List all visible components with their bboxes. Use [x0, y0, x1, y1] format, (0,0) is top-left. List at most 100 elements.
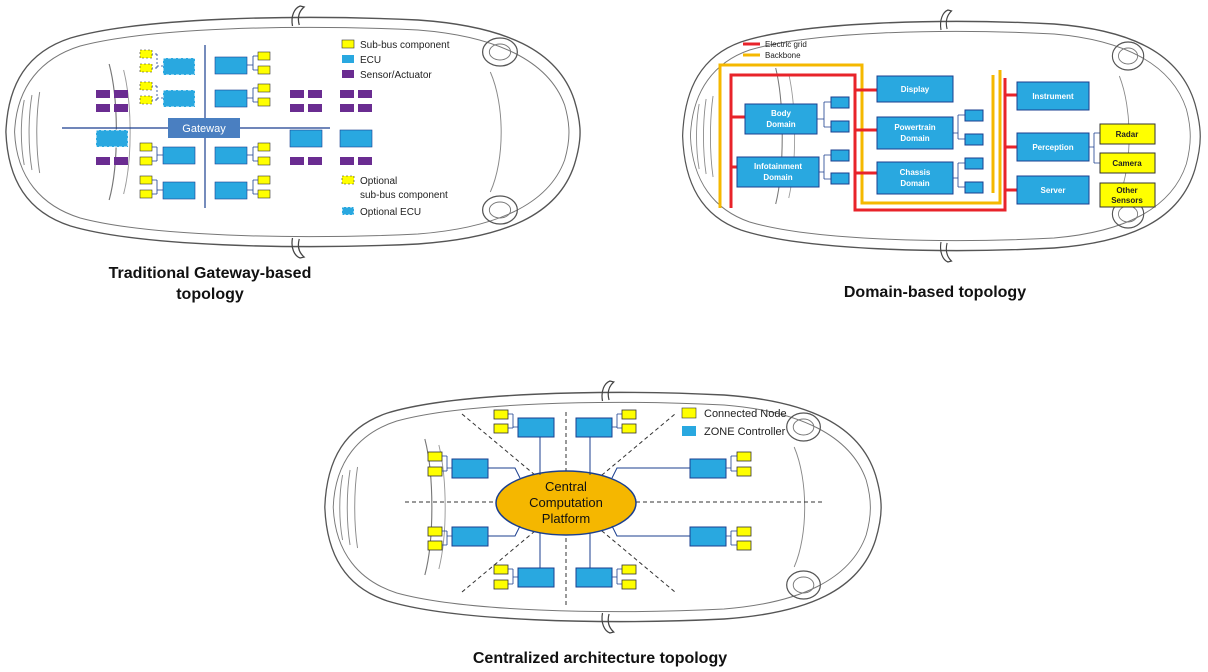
connected-node — [736, 451, 752, 462]
sensor-actuator — [358, 90, 372, 98]
sensor-actuator — [114, 104, 128, 112]
optional-sub-bus-component — [139, 81, 153, 91]
perception-label: Perception — [1032, 143, 1073, 152]
ecu — [289, 129, 323, 148]
optional-sub-bus-component — [139, 49, 153, 59]
radar-label: Radar — [1116, 130, 1139, 139]
other-sensors-label: Sensors — [1111, 196, 1143, 205]
legend-label: ZONE Controller — [704, 426, 786, 438]
zone-controller — [517, 417, 555, 438]
zone-controller — [689, 458, 727, 479]
chassis-domain-label: Chassis — [900, 168, 931, 177]
sub-bus-component — [257, 142, 271, 152]
sub-bus-component — [257, 189, 271, 199]
sub-bus-component — [257, 51, 271, 61]
legend-label: Electric grid — [765, 40, 807, 49]
gateway-caption-line2: topology — [176, 286, 244, 303]
connected-node — [493, 564, 509, 575]
gateway-box — [168, 118, 240, 138]
connected-node — [427, 451, 443, 462]
legend-label: Sub-bus component — [360, 40, 450, 51]
instrument-box — [1016, 81, 1090, 111]
radar-box — [1099, 123, 1156, 145]
legend-swatch-sensor — [342, 70, 354, 78]
ecu — [214, 181, 248, 200]
sensor-actuator — [290, 157, 304, 165]
connected-node — [493, 409, 509, 420]
sensor-actuator — [340, 104, 354, 112]
ecu — [162, 181, 196, 200]
connected-node — [427, 466, 443, 477]
domain-node — [830, 120, 850, 133]
camera-label: Camera — [1112, 159, 1142, 168]
sub-bus-component — [257, 97, 271, 107]
perception-box — [1016, 132, 1090, 162]
connected-node — [493, 423, 509, 434]
central-platform-label: Computation — [529, 495, 603, 510]
sensor-actuator — [308, 157, 322, 165]
zone-controller — [517, 567, 555, 588]
camera-box — [1099, 152, 1156, 174]
central-platform-label: Central — [545, 479, 587, 494]
sensor-actuator — [96, 90, 110, 98]
connected-node — [736, 466, 752, 477]
sensor-actuator — [308, 90, 322, 98]
server-label: Server — [1041, 186, 1066, 195]
sub-bus-component — [139, 156, 153, 166]
legend-label: Optional ECU — [360, 207, 421, 218]
sub-bus-component — [257, 175, 271, 185]
sub-bus-component — [257, 65, 271, 75]
sub-bus-component — [257, 83, 271, 93]
gateway-label: Gateway — [182, 123, 226, 135]
body-domain-label: Domain — [766, 120, 795, 129]
sub-bus-component — [139, 189, 153, 199]
infotainment-domain-label: Infotainment — [754, 162, 802, 171]
legend-label: Optional — [360, 176, 397, 187]
central-platform-label: Platform — [542, 511, 590, 526]
connected-node — [621, 409, 637, 420]
ecu — [162, 146, 196, 165]
gateway-diagram: Gateway Sub-bus component ECU Sensor/Act… — [5, 5, 581, 259]
legend-swatch-optional-sub-bus — [341, 175, 355, 185]
optional-sub-bus-component — [139, 95, 153, 105]
other-sensors-box — [1099, 182, 1156, 208]
ecu-group — [162, 56, 373, 200]
domain-node — [964, 157, 984, 170]
zone-controller — [575, 567, 613, 588]
connected-node — [621, 423, 637, 434]
instrument-label: Instrument — [1032, 92, 1074, 101]
server-box — [1016, 175, 1090, 205]
display-box — [876, 75, 954, 103]
legend-swatch-connected-node — [681, 407, 697, 419]
central-diagram: Central Computation Platform — [324, 380, 882, 634]
display-label: Display — [901, 85, 930, 94]
optional-ecu — [162, 57, 196, 76]
ecu — [214, 146, 248, 165]
legend-label: sub-bus component — [360, 190, 448, 201]
domain-node — [964, 181, 984, 194]
legend-label: Backbone — [765, 51, 801, 60]
sensor-actuator — [358, 157, 372, 165]
sensor-actuator — [340, 157, 354, 165]
zone-controller — [575, 417, 613, 438]
other-sensors-label: Other — [1116, 186, 1137, 195]
zone-controller — [451, 458, 489, 479]
chassis-domain-label: Domain — [900, 179, 929, 188]
domain-node — [964, 109, 984, 122]
optional-sub-bus-component — [139, 63, 153, 73]
connected-node — [621, 564, 637, 575]
powertrain-domain-label: Domain — [900, 134, 929, 143]
connected-node — [736, 540, 752, 551]
sensor-actuator — [358, 104, 372, 112]
ecu — [214, 89, 248, 108]
domain-caption: Domain-based topology — [843, 284, 1027, 301]
optional-ecu — [95, 129, 129, 148]
legend-label: ECU — [360, 55, 381, 66]
infotainment-domain-label: Domain — [763, 173, 792, 182]
legend-swatch-optional-ecu — [341, 206, 355, 216]
domain-node — [830, 96, 850, 109]
sensor-actuator — [290, 104, 304, 112]
legend-label: Connected Node — [704, 408, 787, 420]
gateway-caption-line1: Traditional Gateway-based — [108, 265, 312, 282]
